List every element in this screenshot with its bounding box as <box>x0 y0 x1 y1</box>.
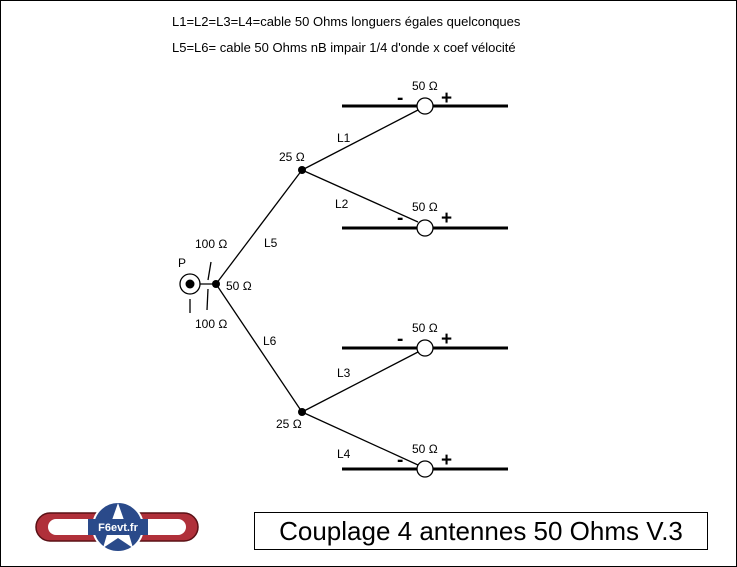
antenna-feed-3 <box>416 339 434 357</box>
logo-text-bg <box>88 519 148 535</box>
impedance-antenna-4: 50 Ω <box>412 442 438 456</box>
antenna-feed-1 <box>416 97 434 115</box>
antenna-bars <box>342 104 508 471</box>
impedance-p-lower: 100 Ω <box>195 317 227 331</box>
junction-top <box>298 166 306 174</box>
polarity-plus-3: + <box>441 329 452 350</box>
tick-lower <box>206 288 209 311</box>
cable-l6 <box>215 283 303 413</box>
antenna-feed-4 <box>416 460 434 478</box>
polarity-minus-1: - <box>397 88 403 109</box>
impedance-center: 50 Ω <box>226 279 252 293</box>
junction-bottom <box>298 408 306 416</box>
junction-center <box>212 280 220 288</box>
polarity-plus-2: + <box>441 208 452 229</box>
tick-upper <box>207 261 212 281</box>
impedance-antenna-3: 50 Ω <box>412 321 438 335</box>
label-l2: L2 <box>335 197 349 211</box>
label-l1: L1 <box>337 131 351 145</box>
polarity-minus-2: - <box>397 208 403 229</box>
impedance-node-top: 25 Ω <box>279 150 305 164</box>
label-l5: L5 <box>264 236 278 250</box>
polarity-minus-3: - <box>397 329 403 350</box>
junctions <box>212 166 306 416</box>
label-l6: L6 <box>263 334 277 348</box>
cable-l2 <box>301 169 419 223</box>
note-line-2: L5=L6= cable 50 Ohms nB impair 1/4 d'ond… <box>172 40 516 55</box>
p-label: P <box>178 256 186 270</box>
diagram-title: Couplage 4 antennes 50 Ohms V.3 <box>254 512 708 550</box>
note-line-1: L1=L2=L3=L4=cable 50 Ohms longuers égale… <box>172 14 521 29</box>
polarity-plus-4: + <box>441 450 452 471</box>
p-connector-core <box>185 279 195 289</box>
cable-l3 <box>301 351 419 413</box>
impedance-p-upper: 100 Ω <box>195 237 227 251</box>
impedance-antenna-1: 50 Ω <box>412 79 438 93</box>
antenna-feedpoints <box>416 97 434 478</box>
antenna-feed-2 <box>416 219 434 237</box>
logo-text: F6evt.fr <box>98 522 138 534</box>
cables <box>189 109 419 466</box>
cable-l5 <box>215 169 303 285</box>
site-logo[interactable]: F6evt.fr <box>35 501 199 553</box>
polarity-minus-4: - <box>397 450 403 471</box>
polarity-plus-1: + <box>441 88 452 109</box>
impedance-node-bottom: 25 Ω <box>276 417 302 431</box>
impedance-antenna-2: 50 Ω <box>412 200 438 214</box>
cable-l1 <box>301 109 419 171</box>
label-l3: L3 <box>337 366 351 380</box>
label-l4: L4 <box>337 447 351 461</box>
cable-l4 <box>301 411 419 466</box>
